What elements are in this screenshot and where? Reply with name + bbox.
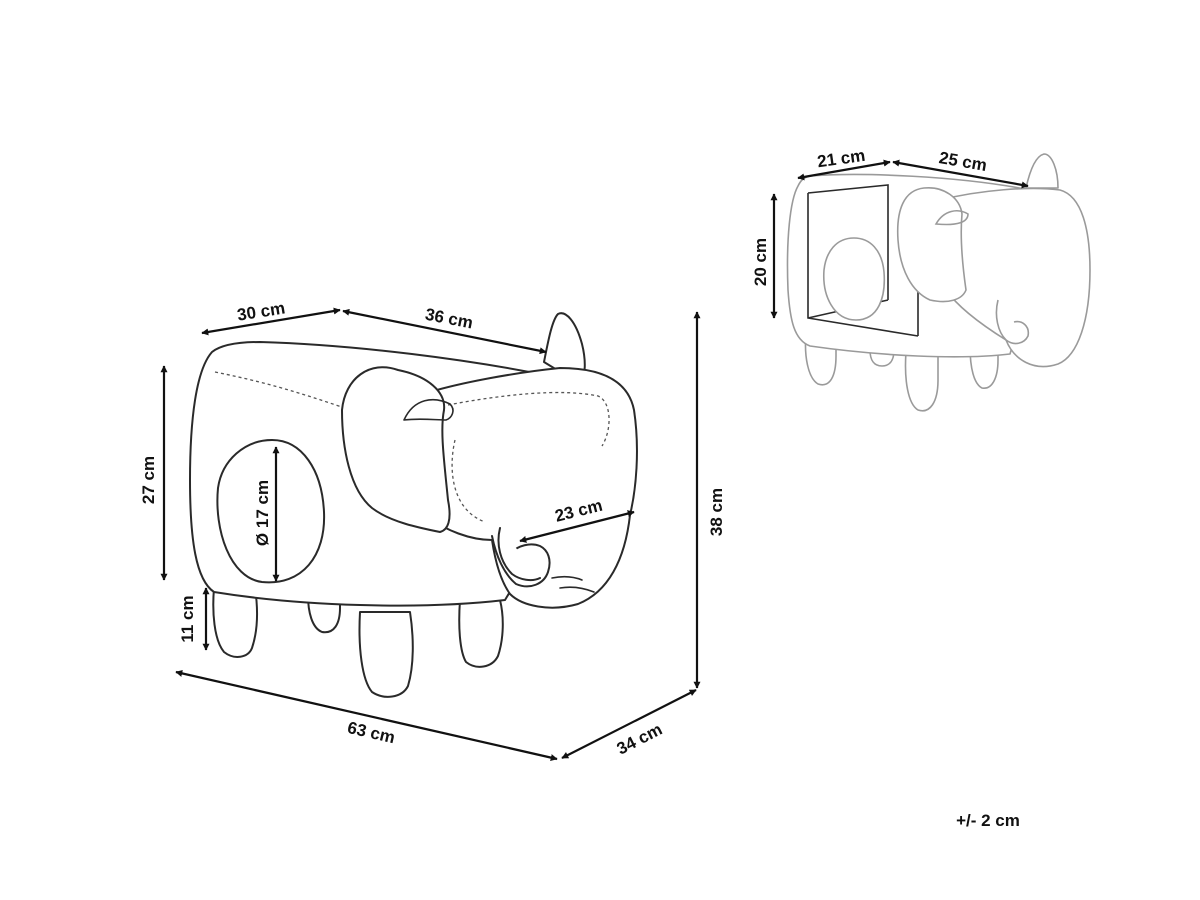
label-storage-height: 20 cm [751, 238, 770, 286]
tolerance-note: +/- 2 cm [956, 811, 1020, 830]
label-overall-width: 34 cm [614, 720, 666, 759]
label-hole-diameter: Ø 17 cm [253, 480, 272, 546]
dim-line-head-width [519, 510, 635, 543]
main-dimension-lines [160, 307, 701, 762]
ghost-side-opening [823, 237, 886, 321]
storage-dimension-lines [770, 159, 1029, 319]
label-overall-height: 38 cm [707, 488, 726, 536]
ghost-leg-3 [904, 351, 939, 412]
trunk-tip [497, 527, 541, 582]
dim-line-seat-length [342, 308, 547, 355]
leg-back-right [458, 599, 504, 668]
dim-line-storage-length [892, 159, 1029, 189]
label-leg-height: 11 cm [178, 595, 197, 642]
body-stitch [214, 371, 346, 409]
dim-line-seat-depth [201, 307, 341, 336]
storage-cavity-edges [807, 184, 919, 337]
ghost-trunk [995, 299, 1030, 345]
trunk-wrinkles [551, 575, 595, 593]
label-body-height: 27 cm [139, 456, 158, 504]
label-overall-length: 63 cm [346, 718, 397, 747]
dim-line-overall-length [175, 669, 558, 762]
ghost-ear-back [1025, 153, 1059, 189]
head-stitch [447, 391, 610, 447]
ghost-ear-front [896, 187, 967, 303]
head-stitch-lower [451, 439, 486, 523]
ear-front-fold [403, 398, 454, 421]
dim-line-storage-depth [797, 159, 891, 181]
leg-front-left [212, 587, 258, 658]
elephant-ottoman-storage-view [786, 153, 1091, 412]
leg-front-right [358, 611, 414, 698]
ear-front [341, 366, 451, 533]
ghost-ear-fold [934, 210, 969, 226]
dim-line-overall-width [561, 689, 697, 759]
side-opening [216, 439, 326, 584]
